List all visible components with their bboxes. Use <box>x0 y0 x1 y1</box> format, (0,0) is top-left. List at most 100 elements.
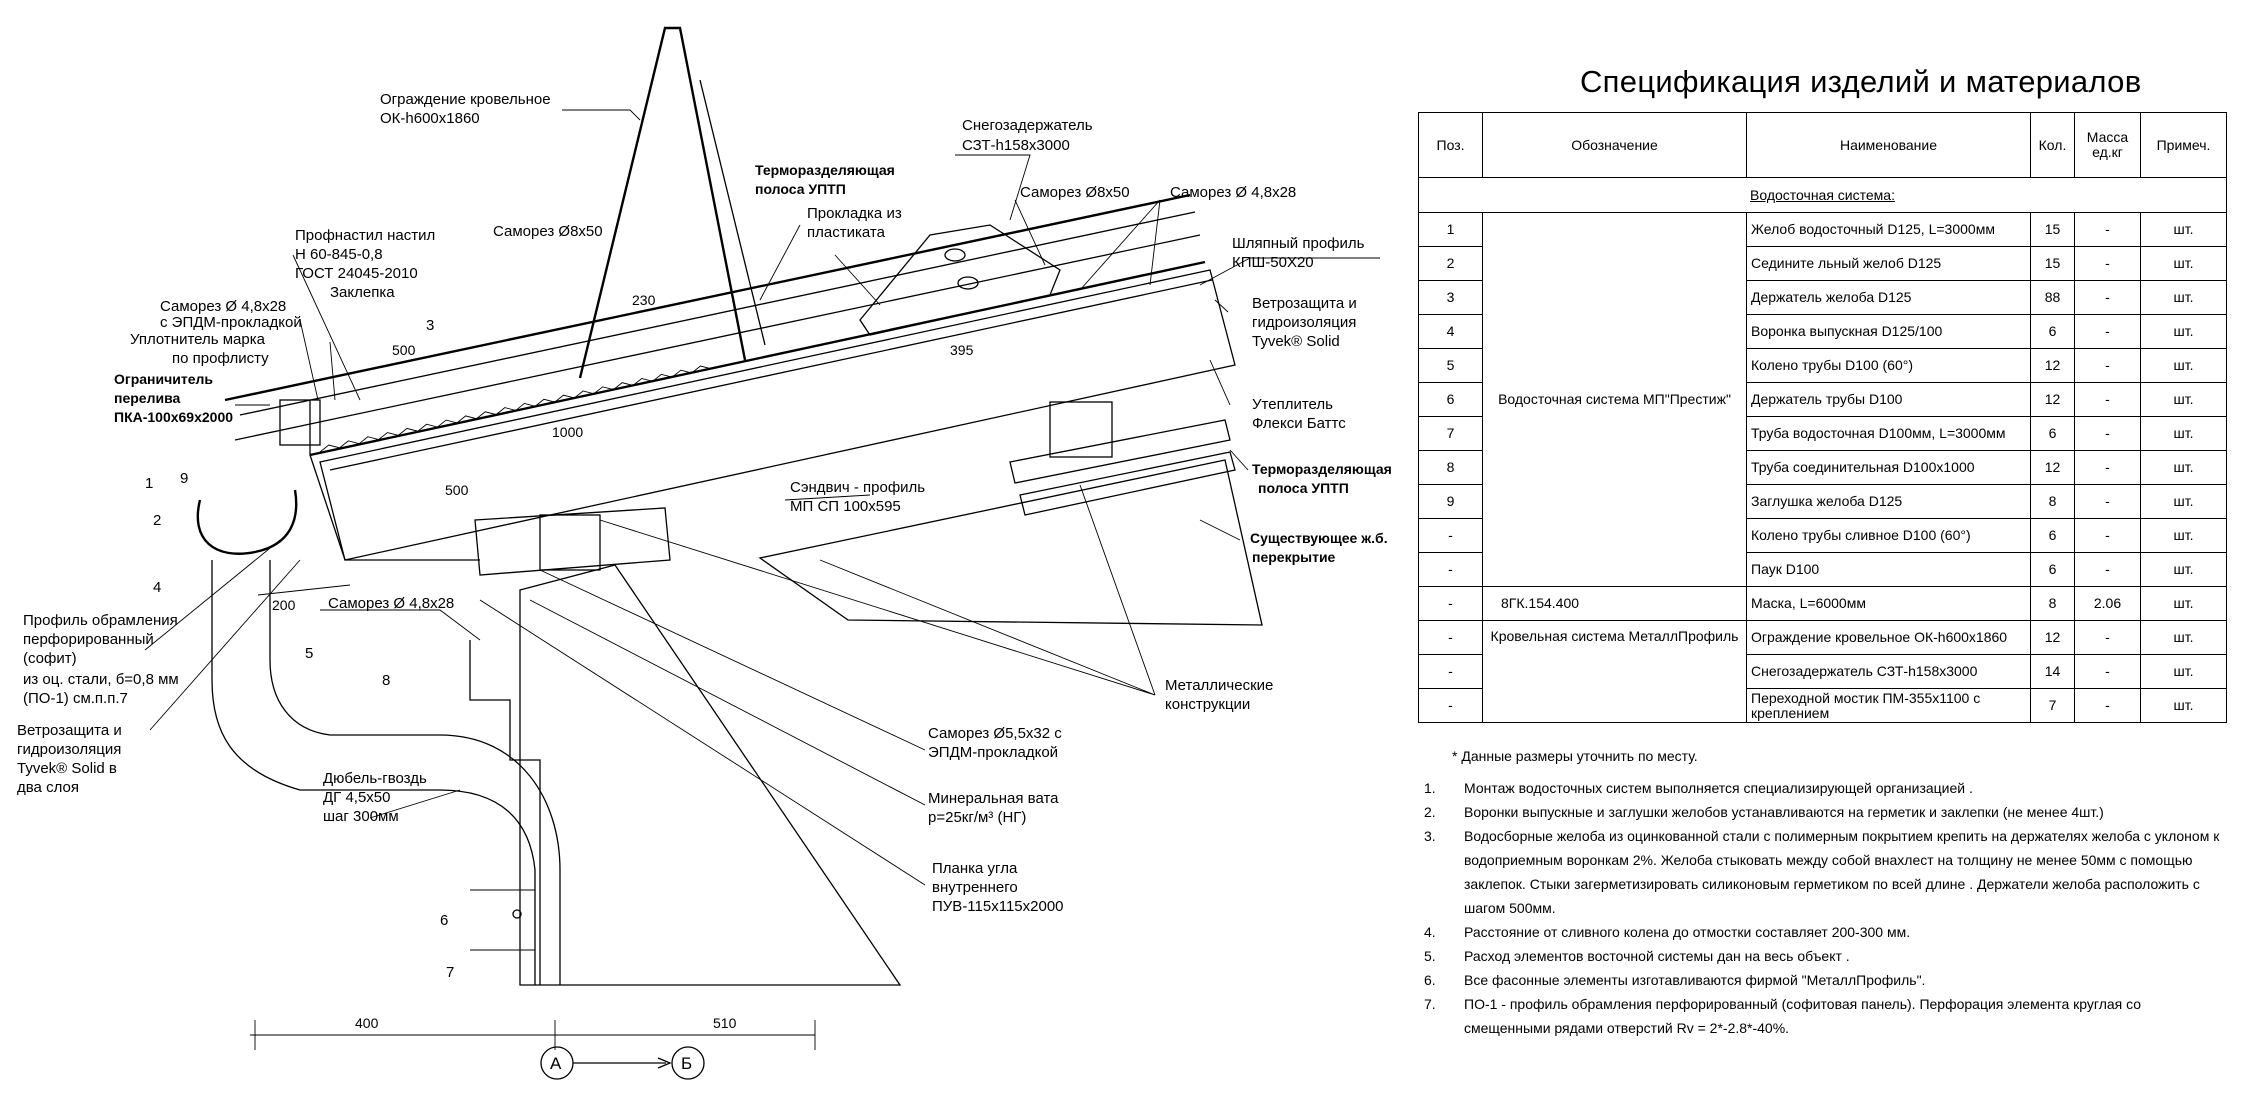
spec-table: Поз. Обозначение Наименование Кол. Масса… <box>1418 112 2227 723</box>
section-title: Водосточная система: <box>1418 177 2227 213</box>
table-row: - Снегозадержатель СЗТ-h158x3000 14 - шт… <box>1418 654 2227 689</box>
gutter <box>196 489 298 555</box>
spec-header-row: Поз. Обозначение Наименование Кол. Масса… <box>1418 112 2227 178</box>
note-item: 7.ПО-1 - профиль обрамления перфорирован… <box>1424 996 2142 1036</box>
pos-3: 3 <box>426 317 434 334</box>
cell-qty: 6 <box>2030 416 2075 451</box>
snow-guard <box>859 224 1061 336</box>
dim-500-top: 500 <box>392 342 416 358</box>
cell-pos: - <box>1418 688 1483 723</box>
cell-pos: 6 <box>1418 382 1483 417</box>
cell-note: шт. <box>2140 280 2227 315</box>
table-row: 1 Водосточная система МП"Престиж" Желоб … <box>1418 212 2227 587</box>
pos-2: 2 <box>153 512 161 529</box>
cell-mass: - <box>2074 688 2141 723</box>
cell-mass: 2.06 <box>2074 586 2141 621</box>
axis-b-marker <box>671 1046 705 1080</box>
mineral-wool <box>474 507 671 576</box>
table-row: 4 Воронка выпускная D125/100 6 - шт. <box>1418 314 2227 349</box>
cell-name: Заглушка желоба D125 <box>1746 484 2031 519</box>
cell-mass: - <box>2074 212 2141 247</box>
label-screw-8x50-left: Саморез Ø8х50 <box>493 223 603 240</box>
cell-name: Колено трубы D100 (60°) <box>1746 348 2031 383</box>
cell-qty: 12 <box>2030 382 2075 417</box>
cell-note: шт. <box>2140 348 2227 383</box>
axis-a-label: А <box>550 1054 562 1073</box>
dim-510: 510 <box>713 1015 737 1031</box>
cell-mass: - <box>2074 416 2141 451</box>
note-item: 5.Расход элементов восточной системы дан… <box>1424 948 1850 964</box>
cell-qty: 15 <box>2030 246 2075 281</box>
cell-name: Снегозадержатель СЗТ-h158x3000 <box>1746 654 2031 689</box>
cell-mass: - <box>2074 552 2141 587</box>
cell-note: шт. <box>2140 552 2227 587</box>
dim-1000: 1000 <box>552 424 583 440</box>
table-row: - Колено трубы сливное D100 (60°) 6 - шт… <box>1418 518 2227 553</box>
cell-mass: - <box>2074 280 2141 315</box>
cell-pos: - <box>1418 518 1483 553</box>
cell-qty: 8 <box>2030 586 2075 621</box>
table-row: - 8ГК.154.400 Маска, L=6000мм 8 2.06 шт. <box>1418 586 2227 621</box>
cell-qty: 14 <box>2030 654 2075 689</box>
cell-mass: - <box>2074 620 2141 655</box>
wall-block <box>519 564 902 986</box>
cell-pos: 8 <box>1418 450 1483 485</box>
cell-mass: - <box>2074 348 2141 383</box>
pos-1: 1 <box>145 475 153 492</box>
cell-name: Воронка выпускная D125/100 <box>1746 314 2031 349</box>
cell-pos: 1 <box>1418 212 1483 247</box>
table-row: 9 Заглушка желоба D125 8 - шт. <box>1418 484 2227 519</box>
cell-name: Держатель трубы D100 <box>1746 382 2031 417</box>
cell-name: Колено трубы сливное D100 (60°) <box>1746 518 2031 553</box>
note-item: 6.Все фасонные элементы изготавливаются … <box>1424 972 1926 988</box>
cell-qty: 6 <box>2030 552 2075 587</box>
cell-name: Седините льный желоб D125 <box>1746 246 2031 281</box>
cell-name: Труба соединительная D100x1000 <box>1746 450 2031 485</box>
cell-pos: 7 <box>1418 416 1483 451</box>
note-item: 4.Расстояние от сливного колена до отмос… <box>1424 924 1911 940</box>
spec-title: Спецификация изделий и материалов <box>1580 64 2142 99</box>
cell-pos: - <box>1418 620 1483 655</box>
cell-name: Желоб водосточный D125, L=3000мм <box>1746 212 2031 247</box>
cell-note: шт. <box>2140 586 2227 621</box>
header-note: Примеч. <box>2140 112 2227 178</box>
cell-note: шт. <box>2140 450 2227 485</box>
cell-qty: 12 <box>2030 348 2075 383</box>
cell-note: шт. <box>2140 688 2227 723</box>
cell-note: шт. <box>2140 484 2227 519</box>
downpipe <box>211 560 561 985</box>
cell-mass: - <box>2074 450 2141 485</box>
cell-name: Паук D100 <box>1746 552 2031 587</box>
table-row: - Кровельная система МеталлПрофиль Ограж… <box>1418 620 2227 723</box>
cell-note: шт. <box>2140 212 2227 247</box>
cell-qty: 15 <box>2030 212 2075 247</box>
group-metalprofil: Кровельная система МеталлПрофиль <box>1482 620 1747 723</box>
group-gutter: Водосточная система МП"Престиж" <box>1482 212 1747 587</box>
header-pos: Поз. <box>1418 112 1483 178</box>
roof-fence <box>578 26 747 379</box>
note-item: 1.Монтаж водосточных систем выполняется … <box>1424 780 1973 796</box>
pos-9: 9 <box>180 470 188 487</box>
cell-pos: 9 <box>1418 484 1483 519</box>
notes: * Данные размеры уточнить по месту. 1.Мо… <box>1424 744 2224 1040</box>
table-row: 7 Труба водосточная D100мм, L=3000мм 6 -… <box>1418 416 2227 451</box>
cell-pos: 5 <box>1418 348 1483 383</box>
roof-layers <box>224 193 1236 561</box>
dim-400: 400 <box>355 1015 379 1031</box>
cell-note: шт. <box>2140 654 2227 689</box>
cell-qty: 6 <box>2030 314 2075 349</box>
cell-name: Труба водосточная D100мм, L=3000мм <box>1746 416 2031 451</box>
